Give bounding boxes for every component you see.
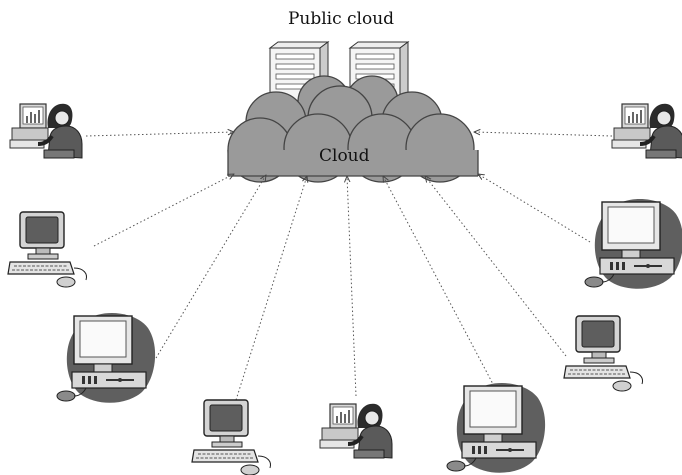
- connector-top-left-user: [85, 132, 234, 137]
- user-at-workstation-icon: [610, 101, 682, 160]
- connector-bottom-user: [347, 176, 357, 397]
- cloud-label: Cloud: [319, 146, 370, 166]
- connector-left-monitor: [155, 175, 266, 359]
- connector-bottom-monitor: [383, 176, 495, 387]
- monitor-with-backdrop-icon: [56, 312, 156, 404]
- monitor-with-backdrop-icon: [446, 382, 546, 474]
- diagram-title: Public cloud: [287, 9, 395, 29]
- connector-top-right-user: [474, 132, 613, 137]
- desktop-computer-icon: [191, 399, 272, 475]
- connector-right-desktop: [425, 176, 567, 357]
- desktop-computer-icon: [563, 315, 644, 392]
- cloud-icon: [227, 75, 479, 183]
- connector-left-desktop: [93, 174, 234, 247]
- connector-bottom-desktop: [235, 176, 307, 401]
- monitor-with-backdrop-icon: [584, 198, 682, 290]
- desktop-computer-icon: [7, 211, 88, 288]
- user-at-workstation-icon: [8, 101, 84, 160]
- connector-right-monitor: [478, 174, 591, 243]
- user-at-workstation-icon: [318, 401, 394, 460]
- connectors: [85, 132, 613, 401]
